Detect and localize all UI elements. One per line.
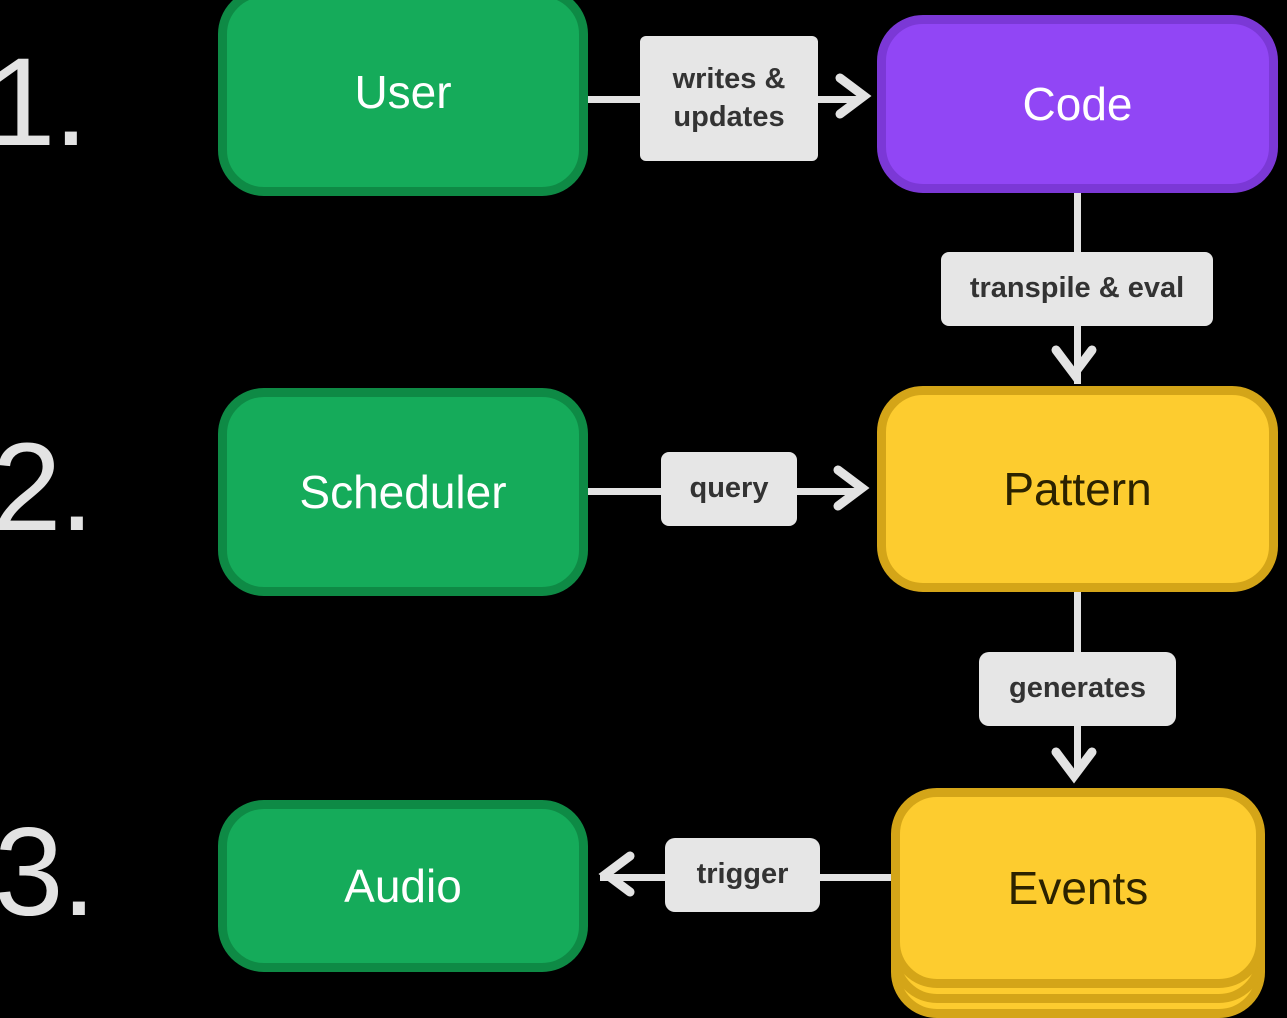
edge-line-user-code-right bbox=[818, 96, 860, 103]
arrowhead-down-to-pattern bbox=[1046, 336, 1102, 397]
step-number-3: 3. bbox=[0, 803, 96, 942]
arrowhead-left-to-audio bbox=[588, 846, 644, 907]
edge-label-query: query bbox=[661, 452, 797, 526]
edge-label-generates: generates bbox=[979, 652, 1176, 726]
edge-line-scheduler-pattern-right bbox=[795, 488, 857, 495]
arrowhead-right-to-pattern bbox=[824, 460, 880, 521]
edge-line-pattern-events-bottom bbox=[1074, 724, 1081, 772]
node-audio-label: Audio bbox=[344, 859, 462, 912]
step-number-1: 1. bbox=[0, 33, 88, 172]
edge-line-events-audio-right bbox=[820, 874, 897, 881]
edge-label-writes-updates: writes & updates bbox=[640, 36, 818, 161]
node-events[interactable]: Events bbox=[891, 788, 1265, 1018]
edge-label-trigger: trigger bbox=[665, 838, 820, 912]
arrowhead-down-to-events bbox=[1046, 738, 1102, 799]
node-code[interactable]: Code bbox=[877, 15, 1278, 193]
edge-label-transpile-eval: transpile & eval bbox=[941, 252, 1213, 326]
edge-line-code-pattern-top bbox=[1074, 190, 1081, 268]
edge-line-events-audio-left bbox=[600, 874, 669, 881]
arrowhead-right-to-code bbox=[826, 68, 882, 129]
node-scheduler-label: Scheduler bbox=[299, 465, 507, 518]
edge-line-code-pattern-bottom bbox=[1074, 322, 1081, 384]
node-user[interactable]: User bbox=[218, 0, 588, 196]
node-scheduler[interactable]: Scheduler bbox=[218, 388, 588, 596]
edge-line-user-code-left bbox=[588, 96, 672, 103]
node-user-label: User bbox=[354, 65, 452, 118]
edge-line-scheduler-pattern-left bbox=[588, 488, 666, 495]
node-pattern-label: Pattern bbox=[1003, 462, 1152, 515]
node-events-stack-layer-front: Events bbox=[891, 788, 1265, 988]
edge-line-pattern-events-top bbox=[1074, 590, 1081, 652]
node-events-label: Events bbox=[1007, 862, 1149, 914]
node-code-label: Code bbox=[1022, 77, 1133, 130]
step-number-2: 2. bbox=[0, 418, 94, 557]
node-pattern[interactable]: Pattern bbox=[877, 386, 1278, 592]
node-audio[interactable]: Audio bbox=[218, 800, 588, 972]
